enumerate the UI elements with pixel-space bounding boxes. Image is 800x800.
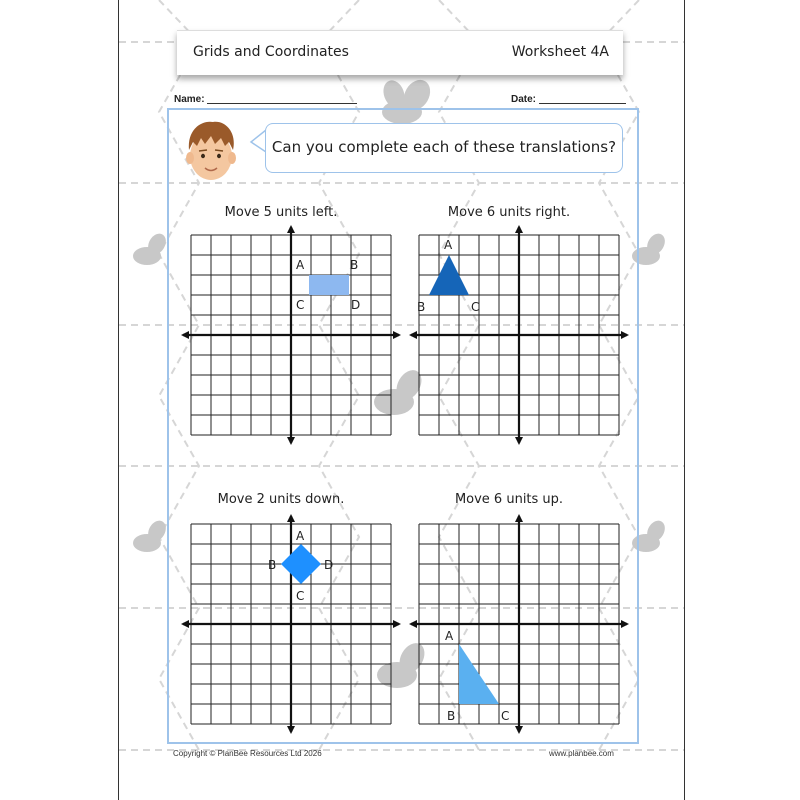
axis-arrow-icon: [409, 331, 417, 339]
axis-arrow-icon: [287, 225, 295, 233]
instruction-q2: Move 6 units right.: [447, 205, 571, 220]
shape-triangle: [429, 255, 469, 295]
vertex-label-d: D: [351, 298, 360, 312]
worksheet-number: Worksheet 4A: [511, 44, 609, 60]
grid-q1: A B C D: [181, 225, 401, 445]
axis-arrow-icon: [515, 514, 523, 522]
vertex-label-b: B: [417, 300, 425, 314]
vertex-label-c: C: [296, 298, 304, 312]
axis-arrow-icon: [393, 620, 401, 628]
vertex-label-d: D: [324, 558, 333, 572]
axis-arrow-icon: [621, 331, 629, 339]
axis-arrow-icon: [393, 331, 401, 339]
axis-arrow-icon: [515, 726, 523, 734]
vertex-label-a: A: [445, 629, 454, 643]
vertex-label-b: B: [268, 558, 276, 572]
axis-arrow-icon: [621, 620, 629, 628]
instruction-q1: Move 5 units left.: [224, 205, 338, 220]
worksheet-page: Grids and Coordinates Worksheet 4A Name:…: [118, 0, 685, 800]
shape-right-triangle: [459, 644, 499, 704]
website-link[interactable]: www.planbee.com: [549, 749, 614, 758]
name-field[interactable]: [207, 103, 357, 104]
shape-square: [281, 544, 321, 584]
date-label: Date:: [511, 94, 537, 105]
speech-text: Can you complete each of these translati…: [271, 138, 617, 156]
axis-arrow-icon: [515, 437, 523, 445]
axis-arrow-icon: [287, 726, 295, 734]
axis-arrow-icon: [287, 437, 295, 445]
grid-q2: A B C: [409, 225, 629, 445]
name-label: Name:: [174, 94, 205, 105]
copyright-text: Copyright © PlanBee Resources Ltd 2026: [173, 749, 322, 758]
watermark-background: [119, 0, 684, 751]
axis-arrow-icon: [515, 225, 523, 233]
header-banner: Grids and Coordinates Worksheet 4A: [177, 30, 623, 75]
grid-q3: A B C D: [181, 514, 401, 734]
axis-arrow-icon: [409, 620, 417, 628]
axis-arrow-icon: [181, 620, 189, 628]
worksheet-title: Grids and Coordinates: [193, 44, 349, 60]
axis-arrow-icon: [181, 331, 189, 339]
vertex-label-c: C: [471, 300, 479, 314]
vertex-label-b: B: [447, 709, 455, 723]
instruction-q3: Move 2 units down.: [217, 492, 345, 507]
bee-watermark-icon: [133, 79, 665, 688]
content-frame: [167, 108, 639, 744]
shape-rectangle: [309, 275, 349, 295]
vertex-label-a: A: [296, 258, 305, 272]
date-field[interactable]: [539, 103, 626, 104]
vertex-label-c: C: [501, 709, 509, 723]
axis-arrow-icon: [287, 514, 295, 522]
vertex-label-a: A: [444, 238, 453, 252]
speech-bubble: Can you complete each of these translati…: [265, 123, 623, 173]
grid-q4: A B C: [409, 514, 629, 734]
instruction-q4: Move 6 units up.: [454, 492, 564, 507]
vertex-label-a: A: [296, 529, 305, 543]
vertex-label-b: B: [350, 258, 358, 272]
boy-avatar-icon: [186, 121, 236, 180]
vertex-label-c: C: [296, 589, 304, 603]
